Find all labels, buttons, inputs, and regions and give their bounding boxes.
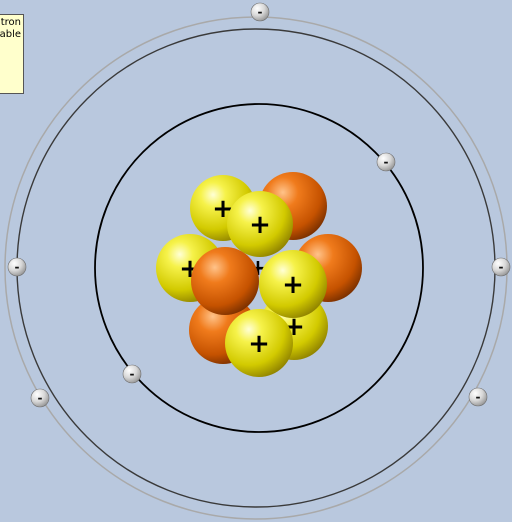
electron-minus-sign: - <box>499 260 504 274</box>
electron-minus-sign: - <box>130 367 135 381</box>
electron[interactable]: - <box>491 257 511 277</box>
electron-minus-sign: - <box>258 5 263 19</box>
tooltip: tron able <box>0 14 24 94</box>
nucleus: +++++++ <box>156 172 362 377</box>
proton-plus-sign: + <box>282 270 304 300</box>
electron-minus-sign: - <box>476 390 481 404</box>
electron[interactable]: - <box>468 387 488 407</box>
neutron <box>191 247 259 315</box>
proton-plus-sign: + <box>248 329 270 359</box>
electron-minus-sign: - <box>15 260 20 274</box>
electron-group: - - - - - - - <box>7 2 511 408</box>
proton-plus-sign: + <box>249 210 271 240</box>
proton: + <box>259 250 327 318</box>
orbit-inner <box>94 103 424 433</box>
electron-minus-sign: - <box>384 155 389 169</box>
electron[interactable]: - <box>7 257 27 277</box>
electron[interactable]: - <box>250 2 270 22</box>
electron[interactable]: - <box>122 364 142 384</box>
proton: + <box>227 191 293 257</box>
proton: + <box>225 309 293 377</box>
tooltip-line-2: able <box>0 29 21 40</box>
tooltip-line-1: tron <box>0 17 21 28</box>
electron[interactable]: - <box>376 152 396 172</box>
electron[interactable]: - <box>30 388 50 408</box>
electron-minus-sign: - <box>38 391 43 405</box>
